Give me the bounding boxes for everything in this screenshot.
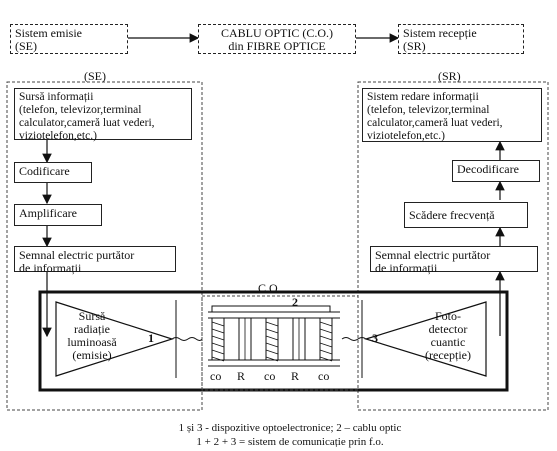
- decoding-box: Decodificare: [452, 160, 540, 182]
- system-frame: [38, 290, 509, 392]
- detector-number: 3: [372, 331, 378, 345]
- cable-part-label: co: [210, 369, 222, 383]
- cable-part-label: R: [291, 369, 300, 383]
- emitter-triangle: [55, 301, 174, 377]
- cable-hatch: [211, 356, 225, 362]
- cable-hatch: [265, 321, 279, 327]
- cable-part-label: R: [237, 369, 246, 383]
- cable-hatch: [211, 328, 225, 334]
- cable-hatch: [211, 349, 225, 355]
- cable-number: 2: [292, 295, 298, 309]
- cable-hatch: [319, 356, 333, 362]
- caption-line-1: 1 și 3 - dispozitive optoelectronice; 2 …: [178, 422, 402, 434]
- detector-label: Foto- detector cuantic (recepție): [425, 309, 471, 362]
- cable-part-label: co: [318, 369, 330, 383]
- cable-segment-co: [265, 317, 279, 361]
- signal-left-box: Semnal electric purtător de informații: [14, 246, 176, 275]
- cable-hatch: [265, 335, 279, 341]
- caption-line-2: 1 + 2 + 3 = sistem de comunicație prin f…: [196, 436, 384, 448]
- info-source-box: Sursă informații (telefon, televizor,ter…: [14, 88, 192, 142]
- emitter-label: Sursă radiație luminoasă (emisie): [67, 309, 117, 362]
- sr-box: Sistem recepție (SR): [398, 24, 524, 54]
- signal-right-box: Semnal electric purtător de informații: [370, 246, 538, 275]
- freq-box: Scădere frecvență: [404, 202, 528, 228]
- amplify-box: Amplificare: [14, 204, 102, 226]
- cable-hatch: [319, 349, 333, 355]
- cable-hatch: [319, 328, 333, 334]
- cable-hatch: [265, 342, 279, 348]
- co-region: [201, 295, 359, 391]
- detector-triangle: [363, 301, 487, 377]
- emitter-number: 1: [148, 331, 154, 345]
- cable-hatch: [319, 335, 333, 341]
- co-box: CABLU OPTIC (C.O.) din FIBRE OPTICE: [198, 24, 356, 54]
- cable-segment-co: [211, 317, 225, 361]
- cable-segment-co: [319, 317, 333, 361]
- coding-box: Codificare: [14, 162, 92, 183]
- render-box: Sistem redare informații (telefon, telev…: [362, 88, 542, 142]
- sr-group-label: (SR): [438, 69, 461, 83]
- cable-hatch: [265, 328, 279, 334]
- cable-label: C.O.: [258, 281, 281, 295]
- cable-part-label: co: [264, 369, 276, 383]
- cable-hatch: [265, 356, 279, 362]
- cable-hatch: [211, 342, 225, 348]
- cable-hatch: [319, 342, 333, 348]
- se-region: [6, 81, 203, 411]
- cable-hatch: [319, 321, 333, 327]
- sr-region: [357, 81, 549, 411]
- se-box: Sistem emisie (SE): [10, 24, 128, 54]
- cable-hatch: [211, 321, 225, 327]
- cable-hatch: [211, 335, 225, 341]
- cable-hatch: [265, 349, 279, 355]
- se-group-label: (SE): [84, 69, 106, 83]
